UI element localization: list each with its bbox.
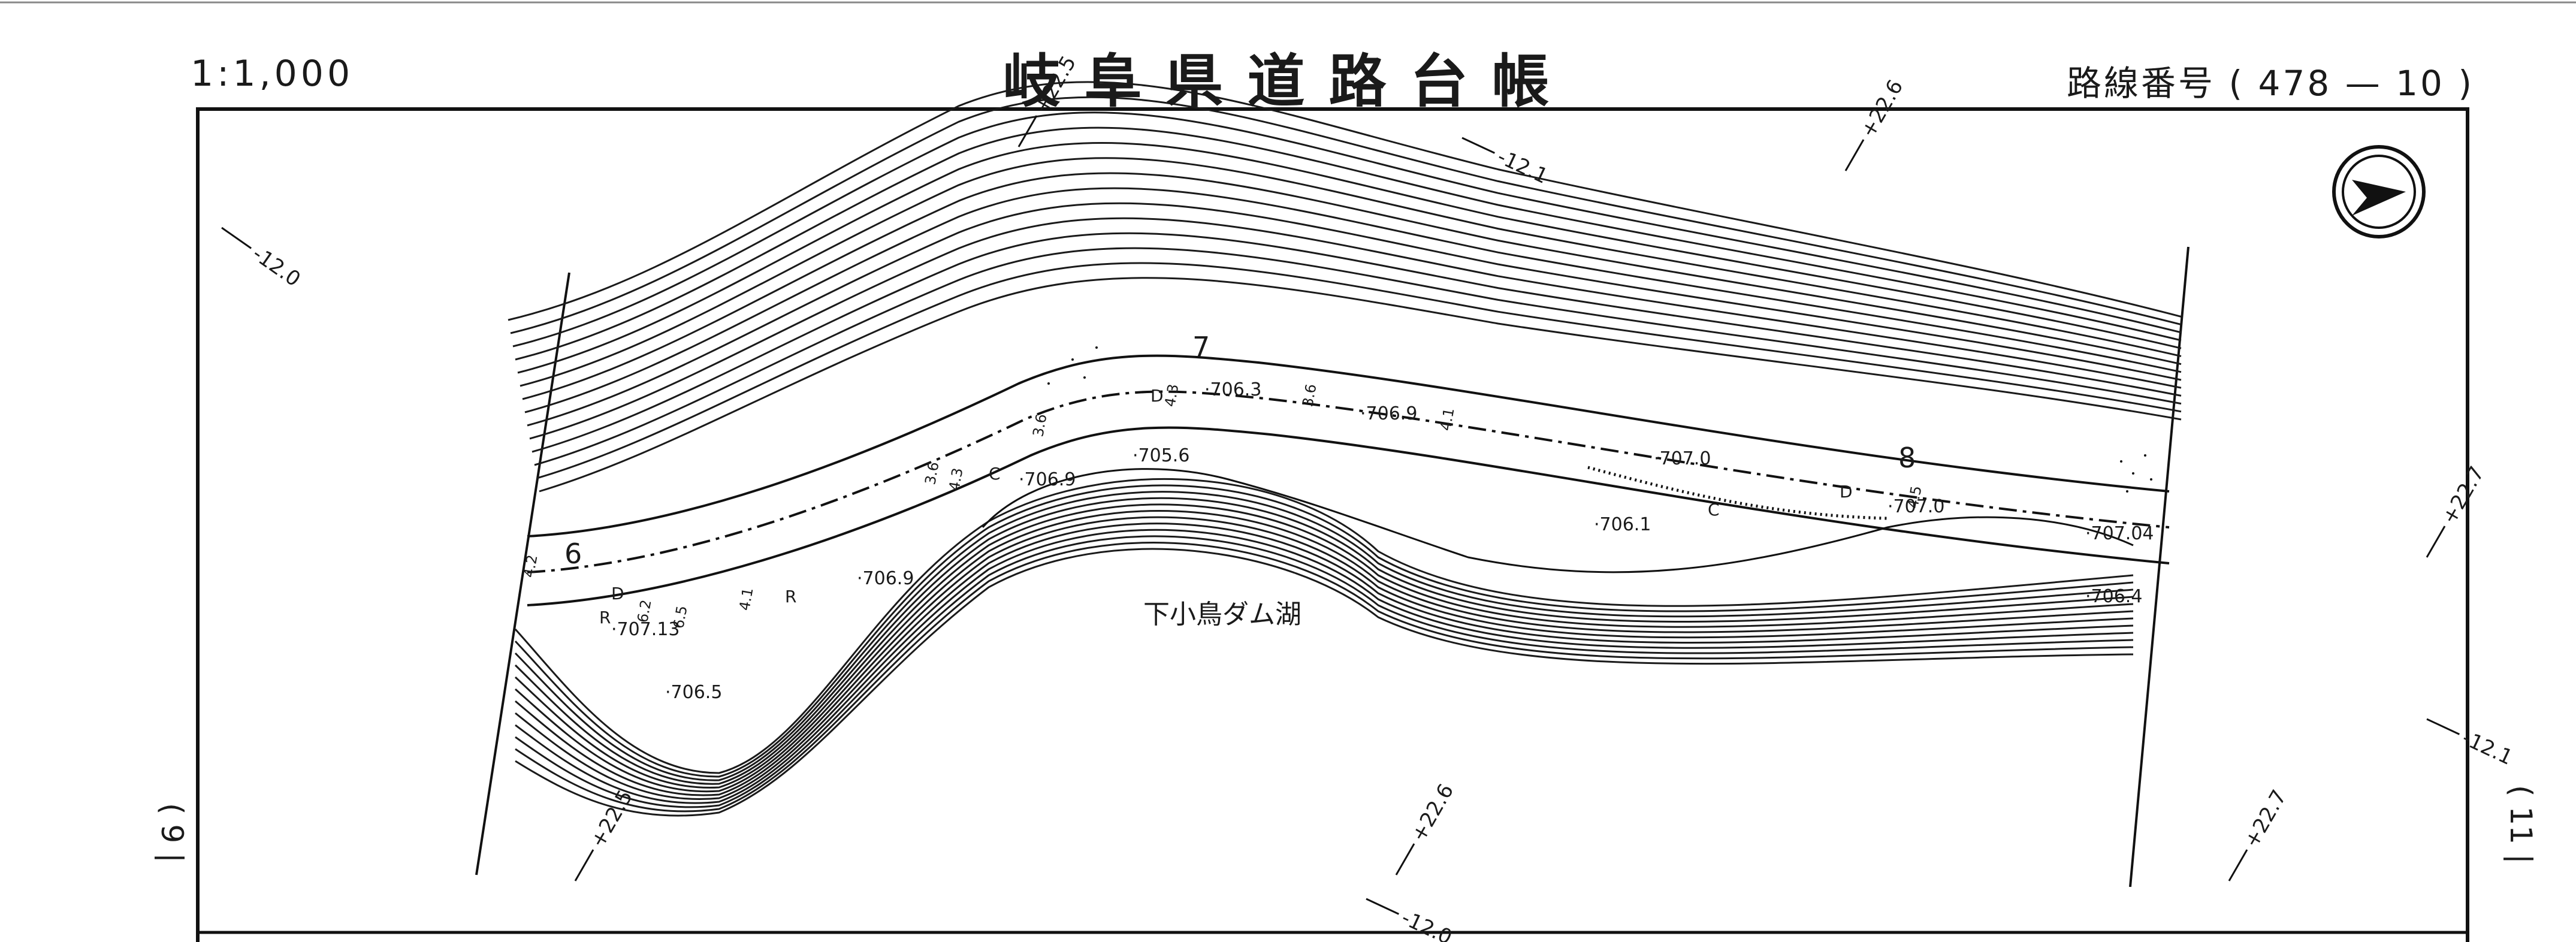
contour-line [510, 96, 2182, 334]
contour-line [512, 111, 2182, 348]
elevation-labels: ·706.3 ·706.9 ·705.6 ·706.9 ·707.0 ·707.0 ·706… [611, 379, 2154, 703]
contour-line [529, 217, 2182, 440]
elevation-label: ·706.1 [1594, 514, 1651, 535]
dimension-label: 6.5 [670, 605, 690, 630]
contour-line [514, 497, 2134, 785]
contour-line [524, 187, 2182, 413]
contour-line [508, 81, 2182, 321]
elevation-label: ·706.5 [665, 682, 722, 703]
elevation-label: ·705.6 [1133, 445, 1189, 466]
contour-line [515, 535, 2134, 808]
contour-line [536, 262, 2182, 479]
road [527, 354, 2170, 606]
contour-line [515, 542, 2134, 813]
dimension-label: 3.6 [922, 461, 942, 486]
road-code: D [1840, 482, 1853, 502]
contour-line [522, 172, 2182, 400]
scale-label: 1:1,000 [191, 53, 354, 95]
route-number-label: 路線番号 ( 478 — 10 ) [2067, 63, 2474, 104]
contour-line [520, 157, 2182, 387]
dimension-label: 4.3 [1161, 383, 1182, 408]
elevation-label: ·706.4 [2085, 586, 2142, 607]
dimension-label: 4.3 [946, 467, 966, 492]
elevation-label: ·707.04 [2085, 523, 2154, 544]
contour-line [517, 141, 2182, 374]
road-code: R [785, 587, 796, 606]
shoreline [982, 468, 2134, 573]
dimension-label: 4.5 [1904, 485, 1925, 510]
section-line-left [475, 272, 570, 875]
road-code: R [599, 608, 611, 627]
section-line-right [2129, 246, 2190, 887]
contour-line [514, 484, 2134, 778]
dimension-label: 6.2 [634, 599, 654, 624]
dimension-label: 4.1 [736, 587, 756, 612]
contour-line [539, 277, 2182, 493]
station-7: 7 [1192, 331, 1210, 363]
dimension-label: 3.6 [1299, 383, 1319, 408]
right-sheet-label: ( 11 | [2503, 785, 2538, 864]
stipple-area [1047, 346, 2152, 493]
grid-tick-label: -12.0 [248, 241, 305, 291]
grid-tick: +22.6 [1844, 76, 1908, 171]
lower-contours [514, 478, 2134, 817]
dimension-label: 4.2 [520, 554, 540, 579]
contour-line [515, 516, 2134, 796]
grid-tick: +22.7 [2426, 462, 2490, 558]
grid-tick: -12.0 [1366, 898, 1456, 942]
left-sheet-label: ( 9 | [155, 803, 189, 863]
contour-line [515, 126, 2182, 361]
grid-tick-label: +22.7 [2438, 462, 2490, 528]
grid-tick-label: +22.7 [2240, 786, 2292, 852]
contour-line [515, 510, 2134, 793]
elevation-label: ·706.9 [1019, 469, 1076, 490]
contour-line [514, 491, 2134, 781]
contour-line [527, 202, 2182, 427]
elevation-label: ·706.9 [857, 568, 914, 589]
road-code: D [1150, 386, 1164, 406]
contour-line [514, 503, 2134, 789]
contour-line [515, 548, 2134, 817]
contour-line [534, 247, 2182, 466]
guardrail [1587, 466, 1888, 520]
elevation-label: ·706.3 [1204, 379, 1261, 400]
grid-tick: +22.5 [1017, 52, 1081, 147]
north-arrow-icon [2332, 145, 2426, 238]
grid-tick: -12.0 [221, 227, 305, 292]
elevation-label: ·707.13 [611, 619, 680, 640]
grid-tick-label: +22.6 [1407, 780, 1459, 846]
road-code: C [989, 464, 1001, 484]
grid-tick: +22.7 [2228, 786, 2292, 881]
elevation-label: ·706.9 [1360, 403, 1417, 424]
grid-tick: -12.1 [1461, 137, 1551, 189]
map-frame [196, 107, 2469, 942]
grid-tick: +22.6 [1395, 780, 1459, 875]
dimension-label: 4.1 [1437, 407, 1457, 432]
station-6: 6 [564, 538, 582, 570]
road-code-labels: D D D C C R R [599, 386, 1853, 627]
contour-line [515, 523, 2134, 800]
road-code: C [1708, 500, 1720, 520]
lake-label: 下小鳥ダム湖 [1143, 599, 1301, 630]
right-sheet-ref: ( 11 | [2503, 785, 2538, 864]
grid-tick-label: -12.0 [1398, 906, 1456, 942]
contour-line [531, 232, 2182, 453]
grid-tick: +22.5 [574, 786, 638, 881]
upper-contours [508, 81, 2182, 493]
station-8: 8 [1898, 442, 1916, 474]
left-sheet-ref: ( 9 | [155, 803, 189, 863]
elevation-label: ·707.0 [1654, 448, 1711, 469]
road-code: D [611, 584, 624, 603]
dimension-label: 3.6 [1029, 413, 1050, 438]
contour-line [514, 478, 2134, 774]
grid-tick-label: +22.5 [586, 786, 638, 852]
contour-line [515, 529, 2134, 804]
elevation-label: ·707.0 [1888, 496, 1944, 517]
